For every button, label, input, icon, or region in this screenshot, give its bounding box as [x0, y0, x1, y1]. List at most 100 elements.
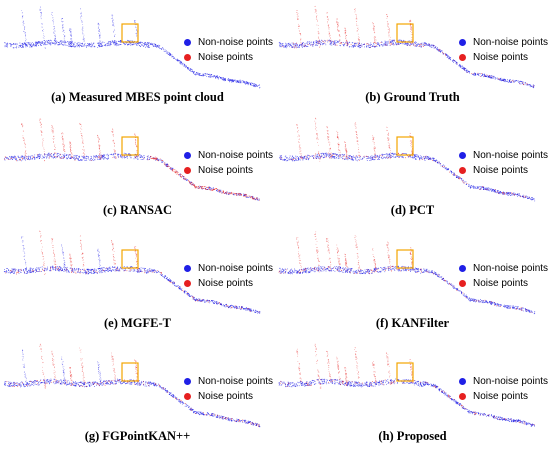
seafloor-point — [286, 45, 288, 47]
seafloor-point — [408, 44, 410, 46]
seafloor-point — [289, 155, 291, 157]
seafloor-point — [161, 48, 163, 50]
seafloor-point — [499, 79, 501, 81]
noise-point — [297, 13, 299, 14]
seafloor-point — [88, 158, 90, 160]
noise-point — [344, 145, 346, 147]
seafloor-point — [95, 155, 97, 157]
seafloor-point — [469, 186, 471, 188]
noise-point — [336, 136, 338, 138]
noise-point — [372, 23, 374, 24]
seafloor-point — [433, 46, 434, 48]
seafloor-point — [184, 64, 185, 66]
seafloor-point — [472, 73, 474, 75]
seafloor-point — [332, 156, 334, 158]
noise-point — [98, 142, 99, 144]
noise-point — [70, 32, 71, 33]
seafloor-point — [413, 42, 415, 44]
seafloor-point — [496, 192, 497, 194]
seafloor-point — [29, 43, 31, 45]
seafloor-point — [118, 156, 119, 158]
noise-point — [327, 131, 328, 132]
seafloor-point — [46, 154, 48, 155]
seafloor-point — [285, 46, 287, 48]
noise-point — [358, 38, 359, 40]
seafloor-point — [499, 191, 501, 193]
seafloor-point — [393, 42, 395, 44]
noise-point — [64, 43, 65, 45]
noise-point — [329, 41, 331, 43]
seafloor-point — [507, 193, 509, 195]
noise-point — [23, 31, 25, 33]
seafloor-point — [146, 44, 148, 46]
seafloor-point — [486, 187, 488, 189]
noise-point — [62, 136, 64, 137]
noise-point — [358, 42, 359, 43]
seafloor-point — [429, 45, 430, 47]
noise-point — [327, 18, 329, 20]
noise-point — [114, 45, 116, 46]
noise-point — [410, 143, 412, 145]
noise-point — [114, 151, 116, 153]
seafloor-point — [352, 156, 354, 158]
seafloor-point — [374, 155, 376, 157]
noise-point — [354, 125, 356, 127]
seafloor-point — [41, 40, 43, 42]
seafloor-point — [106, 42, 108, 44]
seafloor-point — [251, 82, 252, 84]
seafloor-point — [219, 190, 221, 191]
seafloor-point — [7, 42, 9, 44]
noise-point — [80, 11, 82, 13]
noise-point — [373, 38, 375, 40]
seafloor-point — [173, 58, 175, 60]
seafloor-point — [153, 158, 155, 160]
noise-point — [81, 15, 82, 16]
seafloor-point — [114, 44, 116, 46]
seafloor-point — [282, 43, 284, 44]
seafloor-point — [334, 156, 336, 158]
seafloor-point — [98, 45, 100, 47]
seafloor-point — [127, 157, 128, 159]
noise-point — [338, 138, 340, 140]
seafloor-point — [518, 195, 520, 196]
noise-point — [112, 134, 114, 136]
seafloor-point — [202, 188, 204, 190]
seafloor-point — [518, 81, 520, 83]
seafloor-point — [452, 60, 454, 62]
seafloor-point — [120, 40, 122, 42]
seafloor-point — [59, 40, 61, 42]
seafloor-point — [258, 199, 260, 201]
seafloor-point — [326, 155, 328, 157]
seafloor-point — [203, 186, 205, 188]
seafloor-point — [438, 161, 440, 163]
noise-point — [387, 139, 389, 140]
seafloor-point — [323, 154, 325, 156]
seafloor-point — [296, 43, 298, 45]
noise-point — [136, 32, 138, 34]
noise-point — [299, 147, 300, 149]
seafloor-point — [147, 46, 149, 48]
seafloor-point — [208, 76, 210, 78]
seafloor-point — [206, 75, 208, 77]
noise-point — [71, 44, 73, 46]
seafloor-point — [55, 41, 57, 43]
noise-point — [25, 39, 27, 41]
seafloor-point — [340, 45, 342, 47]
seafloor-point — [477, 74, 479, 76]
seafloor-point — [522, 81, 524, 83]
noise-point — [296, 125, 298, 127]
seafloor-point — [316, 42, 318, 44]
seafloor-point — [434, 159, 436, 161]
seafloor-point — [212, 75, 214, 77]
noise-point — [82, 140, 84, 142]
seafloor-point — [117, 40, 119, 42]
seafloor-point — [203, 74, 205, 76]
seafloor-point — [60, 157, 62, 159]
seafloor-point — [318, 42, 320, 44]
seafloor-point — [293, 45, 295, 47]
seafloor-point — [117, 43, 119, 45]
noise-point — [51, 15, 53, 16]
panel-caption: (b) Ground Truth — [365, 90, 460, 104]
seafloor-point — [508, 193, 510, 195]
seafloor-point — [35, 44, 37, 46]
